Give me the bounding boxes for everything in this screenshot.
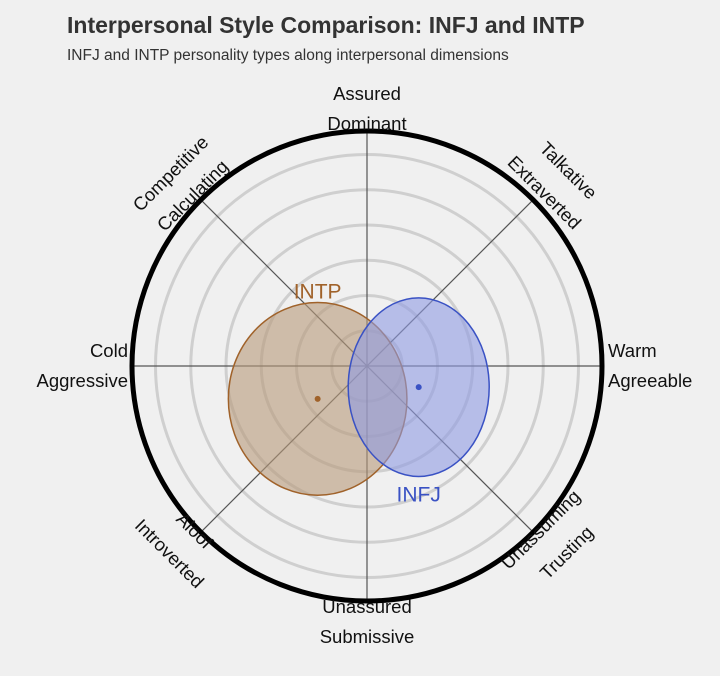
axis-label-bottom-left-1: Aloof — [172, 508, 217, 553]
outer-ring — [129, 128, 605, 604]
series-center-infj — [415, 384, 422, 391]
axis-label-right-2: Agreeable — [608, 370, 692, 391]
chart-subtitle: INFJ and INTP personality types along in… — [67, 47, 509, 64]
axis-label-bottom-2: Submissive — [320, 626, 415, 647]
axis-label-left-2: Aggressive — [36, 370, 128, 391]
axis-label-top-2: Dominant — [327, 113, 406, 134]
series-center-intp — [314, 395, 321, 402]
chart-title: Interpersonal Style Comparison: INFJ and… — [67, 12, 585, 38]
series-label-infj: INFJ — [397, 483, 441, 506]
series-layer: INTP INFJ — [227, 281, 490, 506]
axis-label-top-1: Assured — [333, 83, 401, 104]
axis-label-right-1: Warm — [608, 340, 657, 361]
axis-label-left-1: Cold — [90, 340, 128, 361]
axis-label-bottom-1: Unassured — [322, 596, 411, 617]
series-label-intp: INTP — [294, 281, 342, 304]
